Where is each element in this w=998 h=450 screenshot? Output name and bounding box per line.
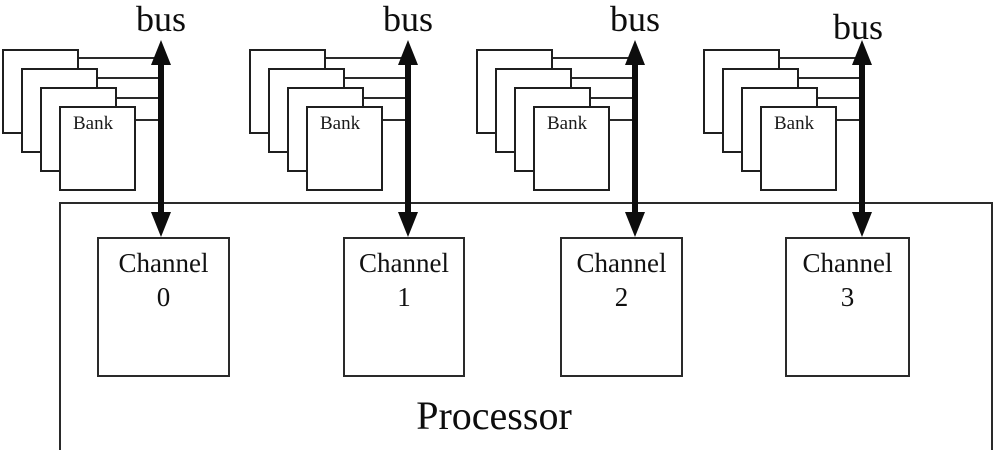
bank-bus-connector-line [591,97,635,99]
bus-arrow-shaft [158,60,164,214]
channel-number: 3 [840,281,855,312]
bus-arrow-down-icon [398,212,418,237]
channel-box: Channel 2 [560,237,683,377]
bank-bus-connector-line [610,119,635,121]
channel-label: Channel [359,248,449,278]
bank-front-box: Bank [306,106,383,191]
bank-bus-connector-line [136,119,161,121]
channel-label: Channel [118,248,209,278]
bus-label: bus [832,7,884,47]
bus-arrow-up-icon [625,40,645,65]
bus-arrow-shaft [405,60,411,214]
bank-front-box: Bank [59,106,136,191]
bank-label: Bank [774,113,815,134]
channel-number: 2 [614,281,629,312]
channel-number: 0 [156,281,171,312]
channel-number: 1 [397,281,411,312]
bank-bus-connector-line [780,57,862,59]
bank-front-box: Bank [533,106,610,191]
bank-bus-connector-line [837,119,862,121]
bus-label: bus [609,0,661,39]
bus-arrow-up-icon [151,40,171,65]
bank-bus-connector-line [98,77,161,79]
channel-label: Channel [802,248,893,278]
bank-label: Bank [73,113,114,134]
bus-arrow-up-icon [398,40,418,65]
bus-arrow-down-icon [625,212,645,237]
bank-front-box: Bank [760,106,837,191]
bank-bus-connector-line [326,57,408,59]
bus-arrow-shaft [632,60,638,214]
processor-box [59,202,993,450]
bank-bus-connector-line [799,77,862,79]
bank-label: Bank [547,113,588,134]
bank-bus-connector-line [818,97,862,99]
bank-bus-connector-line [364,97,408,99]
bank-bus-connector-line [383,119,408,121]
channel-box: Channel 3 [785,237,910,377]
bank-bus-connector-line [553,57,635,59]
bus-label: bus [135,0,187,39]
processor-label: Processor [416,393,572,438]
bank-bus-connector-line [79,57,161,59]
bank-bus-connector-line [345,77,408,79]
bus-label: bus [382,0,434,39]
bus-arrow-up-icon [852,40,872,65]
bank-label: Bank [320,113,361,134]
channel-box: Channel 0 [97,237,230,377]
channel-box: Channel 1 [343,237,465,377]
bus-arrow-down-icon [151,212,171,237]
bank-bus-connector-line [117,97,161,99]
channel-label: Channel [576,248,667,278]
bank-bus-connector-line [572,77,635,79]
bus-arrow-down-icon [852,212,872,237]
bus-arrow-shaft [859,60,865,214]
